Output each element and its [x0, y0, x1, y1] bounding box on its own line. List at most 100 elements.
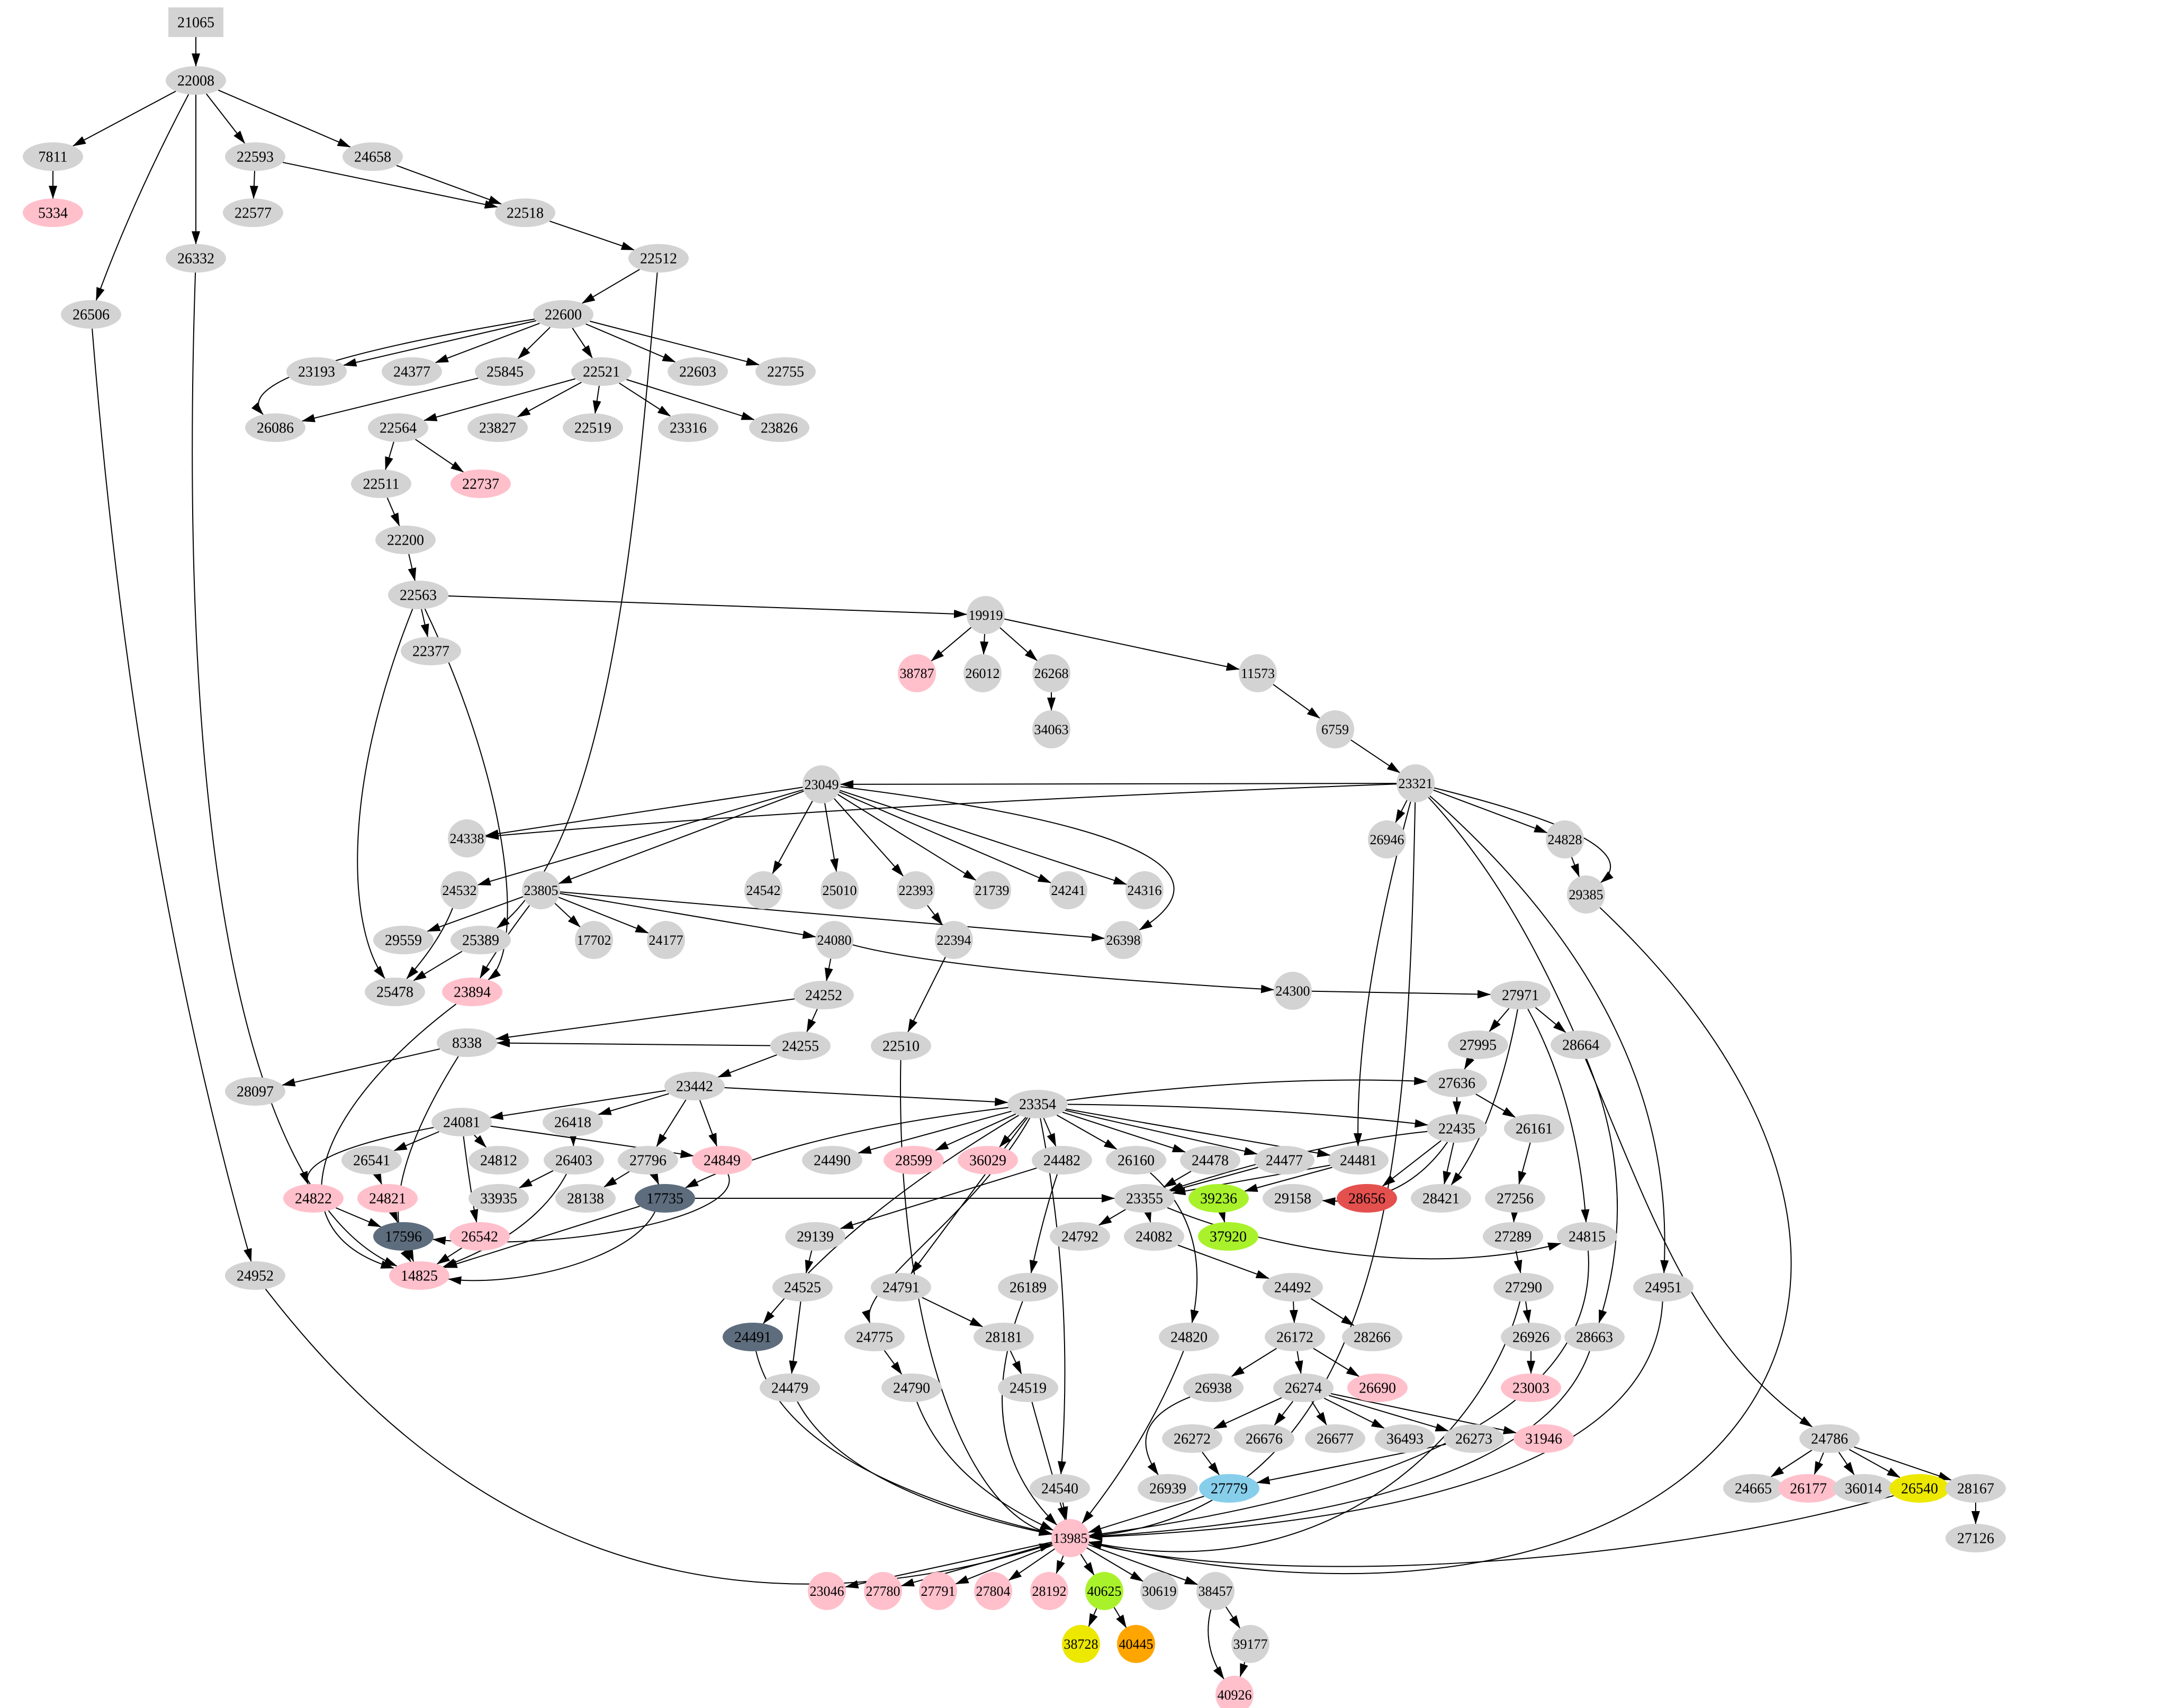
graph-node-24252[interactable]: 24252 — [794, 981, 854, 1009]
graph-node-17702[interactable]: 17702 — [575, 921, 613, 959]
graph-node-28656[interactable]: 28656 — [1337, 1184, 1397, 1213]
graph-node-26926[interactable]: 26926 — [1501, 1323, 1561, 1351]
graph-node-24791[interactable]: 24791 — [871, 1273, 931, 1302]
graph-node-28599[interactable]: 28599 — [884, 1146, 944, 1174]
graph-node-17596[interactable]: 17596 — [373, 1222, 434, 1251]
graph-node-24255[interactable]: 24255 — [770, 1032, 831, 1060]
graph-node-27791[interactable]: 27791 — [919, 1572, 957, 1610]
graph-node-28663[interactable]: 28663 — [1564, 1323, 1625, 1351]
graph-node-26268[interactable]: 26268 — [1032, 654, 1070, 692]
graph-node-23442[interactable]: 23442 — [664, 1072, 725, 1100]
graph-node-26274[interactable]: 26274 — [1273, 1373, 1334, 1402]
graph-node-24491[interactable]: 24491 — [723, 1323, 783, 1351]
graph-node-24820[interactable]: 24820 — [1159, 1323, 1219, 1351]
graph-node-23046[interactable]: 23046 — [808, 1572, 846, 1610]
graph-node-26677[interactable]: 26677 — [1305, 1424, 1365, 1453]
graph-node-22564[interactable]: 22564 — [368, 413, 428, 442]
graph-node-8338[interactable]: 8338 — [437, 1028, 497, 1057]
graph-node-24338[interactable]: 24338 — [448, 819, 486, 857]
graph-node-24815[interactable]: 24815 — [1557, 1222, 1617, 1251]
graph-node-39177[interactable]: 39177 — [1231, 1625, 1269, 1663]
graph-node-31946[interactable]: 31946 — [1514, 1424, 1574, 1453]
graph-node-29559[interactable]: 29559 — [373, 926, 434, 954]
graph-node-28138[interactable]: 28138 — [555, 1184, 616, 1213]
graph-node-26676[interactable]: 26676 — [1234, 1424, 1294, 1453]
graph-node-36493[interactable]: 36493 — [1375, 1424, 1435, 1453]
graph-node-33935[interactable]: 33935 — [469, 1184, 529, 1213]
graph-node-22737[interactable]: 22737 — [451, 469, 511, 498]
graph-node-38787[interactable]: 38787 — [898, 654, 936, 692]
graph-node-22518[interactable]: 22518 — [495, 198, 555, 227]
graph-node-26161[interactable]: 26161 — [1504, 1114, 1564, 1143]
graph-node-19919[interactable]: 19919 — [967, 596, 1005, 634]
graph-node-24478[interactable]: 24478 — [1180, 1146, 1240, 1174]
graph-node-24828[interactable]: 24828 — [1546, 820, 1584, 858]
graph-node-26506[interactable]: 26506 — [61, 300, 121, 329]
graph-node-24658[interactable]: 24658 — [343, 142, 403, 171]
graph-node-26273[interactable]: 26273 — [1444, 1424, 1504, 1453]
graph-node-26403[interactable]: 26403 — [544, 1146, 604, 1174]
graph-node-22521[interactable]: 22521 — [571, 357, 632, 386]
graph-node-13985[interactable]: 13985 — [1051, 1519, 1089, 1557]
graph-node-23827[interactable]: 23827 — [467, 413, 528, 442]
graph-node-26177[interactable]: 26177 — [1778, 1474, 1839, 1503]
graph-node-26332[interactable]: 26332 — [166, 244, 226, 273]
graph-node-24492[interactable]: 24492 — [1263, 1273, 1323, 1302]
graph-node-26172[interactable]: 26172 — [1265, 1323, 1325, 1351]
graph-node-38728[interactable]: 38728 — [1062, 1625, 1100, 1663]
graph-node-24790[interactable]: 24790 — [881, 1373, 942, 1402]
graph-node-23003[interactable]: 23003 — [1501, 1373, 1561, 1402]
graph-node-24081[interactable]: 24081 — [431, 1108, 492, 1136]
graph-node-24822[interactable]: 24822 — [283, 1184, 344, 1213]
graph-node-24540[interactable]: 24540 — [1030, 1474, 1090, 1503]
graph-node-26418[interactable]: 26418 — [543, 1108, 603, 1136]
graph-node-22519[interactable]: 22519 — [563, 413, 623, 442]
graph-node-24177[interactable]: 24177 — [647, 921, 685, 959]
graph-node-28192[interactable]: 28192 — [1030, 1572, 1068, 1610]
graph-node-37920[interactable]: 37920 — [1198, 1222, 1258, 1251]
graph-node-24080[interactable]: 24080 — [815, 921, 853, 959]
graph-node-40445[interactable]: 40445 — [1117, 1625, 1155, 1663]
graph-node-34063[interactable]: 34063 — [1032, 710, 1070, 748]
graph-node-22435[interactable]: 22435 — [1427, 1114, 1487, 1143]
graph-node-26939[interactable]: 26939 — [1138, 1474, 1198, 1503]
graph-node-26938[interactable]: 26938 — [1183, 1373, 1244, 1402]
graph-node-23354[interactable]: 23354 — [1007, 1090, 1068, 1118]
graph-node-22600[interactable]: 22600 — [533, 300, 593, 329]
graph-node-22008[interactable]: 22008 — [166, 66, 226, 95]
graph-node-24775[interactable]: 24775 — [844, 1323, 905, 1351]
graph-node-26086[interactable]: 26086 — [245, 413, 305, 442]
graph-node-27780[interactable]: 27780 — [864, 1572, 902, 1610]
graph-node-28097[interactable]: 28097 — [225, 1077, 285, 1106]
graph-node-28664[interactable]: 28664 — [1551, 1031, 1611, 1059]
graph-node-21739[interactable]: 21739 — [973, 871, 1011, 909]
graph-node-29139[interactable]: 29139 — [785, 1222, 845, 1251]
graph-node-30619[interactable]: 30619 — [1140, 1572, 1178, 1610]
graph-node-29158[interactable]: 29158 — [1263, 1184, 1323, 1213]
graph-node-22603[interactable]: 22603 — [668, 357, 728, 386]
graph-node-24792[interactable]: 24792 — [1050, 1222, 1110, 1251]
graph-node-24082[interactable]: 24082 — [1124, 1222, 1184, 1251]
graph-node-22510[interactable]: 22510 — [871, 1032, 931, 1060]
graph-node-36029[interactable]: 36029 — [958, 1146, 1018, 1174]
graph-node-27636[interactable]: 27636 — [1427, 1069, 1487, 1097]
graph-node-22577[interactable]: 22577 — [223, 198, 283, 227]
graph-node-14825[interactable]: 14825 — [389, 1261, 449, 1290]
graph-node-25010[interactable]: 25010 — [821, 871, 859, 909]
graph-node-29385[interactable]: 29385 — [1567, 875, 1605, 914]
graph-node-24525[interactable]: 24525 — [772, 1273, 833, 1302]
graph-node-26160[interactable]: 26160 — [1106, 1146, 1166, 1174]
graph-node-27804[interactable]: 27804 — [974, 1572, 1012, 1610]
graph-node-22200[interactable]: 22200 — [375, 526, 436, 554]
graph-node-23826[interactable]: 23826 — [749, 413, 809, 442]
graph-node-22755[interactable]: 22755 — [755, 357, 816, 386]
graph-node-27290[interactable]: 27290 — [1493, 1273, 1554, 1302]
graph-node-24477[interactable]: 24477 — [1254, 1146, 1314, 1174]
graph-node-27779[interactable]: 27779 — [1199, 1474, 1259, 1503]
graph-node-23355[interactable]: 23355 — [1114, 1184, 1175, 1213]
graph-node-6759[interactable]: 6759 — [1316, 710, 1354, 748]
graph-node-24542[interactable]: 24542 — [744, 871, 782, 909]
graph-node-23193[interactable]: 23193 — [286, 357, 347, 386]
graph-node-23894[interactable]: 23894 — [442, 978, 502, 1006]
graph-node-24481[interactable]: 24481 — [1328, 1146, 1389, 1174]
